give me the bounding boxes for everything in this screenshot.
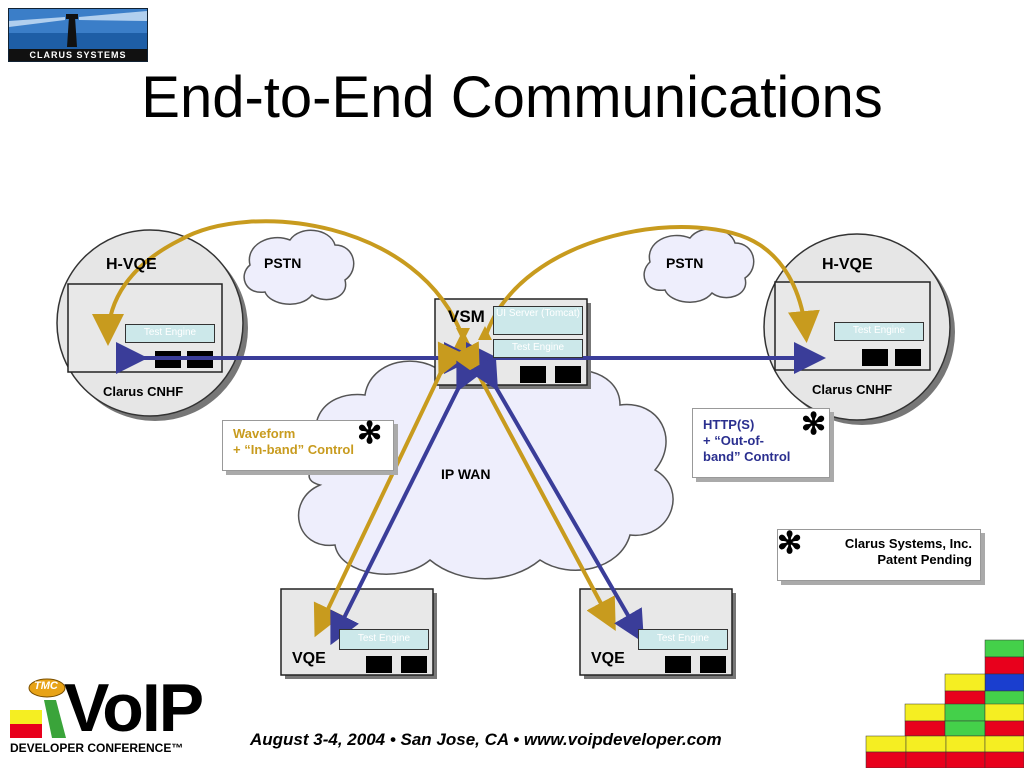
waveform-star-icon: ✻ — [357, 417, 383, 450]
waveform-note-line1: Waveform — [233, 426, 296, 441]
patent-note: Clarus Systems, Inc. Patent Pending — [777, 529, 981, 581]
pstn-left-label: PSTN — [264, 255, 302, 271]
left-hvqe-subtitle: Clarus CNHF — [103, 384, 184, 399]
vsm-ui-server: UI Server (Tomcat) — [493, 306, 583, 335]
patent-star-icon: ✻ — [777, 527, 803, 560]
patent-note-line2: Patent Pending — [877, 552, 972, 567]
http-star-icon: ✻ — [801, 408, 827, 441]
vqe-left-title: VQE — [292, 650, 326, 667]
vqe-right-title: VQE — [591, 650, 625, 667]
voip-logo-sub: DEVELOPER CONFERENCE™ — [10, 741, 184, 755]
lighthouse-icon — [9, 9, 147, 61]
vsm-title: VSM — [448, 307, 485, 326]
http-note-line2: + “Out-of- — [703, 433, 765, 448]
pstn-cloud-right — [643, 227, 755, 303]
http-note-line1: HTTP(S) — [703, 417, 755, 432]
voip-logo-graphic — [10, 678, 66, 738]
vsm-test-engine: Test Engine — [493, 339, 583, 358]
blue-diag-left — [330, 356, 486, 646]
lego-blocks-graphic — [865, 639, 1024, 768]
clarus-logo: CLARUS SYSTEMS — [8, 8, 148, 62]
patent-note-line1: Clarus Systems, Inc. — [844, 536, 972, 551]
blue-diag-right — [468, 355, 645, 643]
right-hvqe-title: H-VQE — [822, 256, 873, 273]
event-info: August 3-4, 2004 • San Jose, CA • www.vo… — [250, 730, 722, 749]
page-title: End-to-End Communications — [141, 65, 883, 130]
waveform-note-line2: + “In-band” Control — [233, 442, 354, 457]
pstn-cloud-left — [243, 229, 355, 305]
clarus-logo-text: CLARUS SYSTEMS — [29, 50, 127, 60]
left-test-engine: Test Engine — [125, 324, 215, 343]
right-test-engine: Test Engine — [834, 322, 924, 341]
http-note: HTTP(S) + “Out-of- band” Control — [692, 408, 830, 478]
gold-arc-left — [92, 219, 465, 346]
vqe-left-test-engine: Test Engine — [339, 629, 429, 650]
waveform-note: Waveform + “In-band” Control — [222, 420, 394, 471]
vqe-right-test-engine: Test Engine — [638, 629, 728, 650]
voip-logo-top: TMC — [34, 680, 58, 692]
gold-arc-right — [483, 225, 820, 343]
voip-logo-main: VoIP — [64, 670, 204, 746]
right-hvqe-subtitle: Clarus CNHF — [812, 382, 893, 397]
left-hvqe-title: H-VQE — [106, 256, 157, 273]
ip-wan-label: IP WAN — [441, 466, 491, 482]
http-note-line3: band” Control — [703, 449, 791, 464]
pstn-right-label: PSTN — [666, 255, 704, 271]
